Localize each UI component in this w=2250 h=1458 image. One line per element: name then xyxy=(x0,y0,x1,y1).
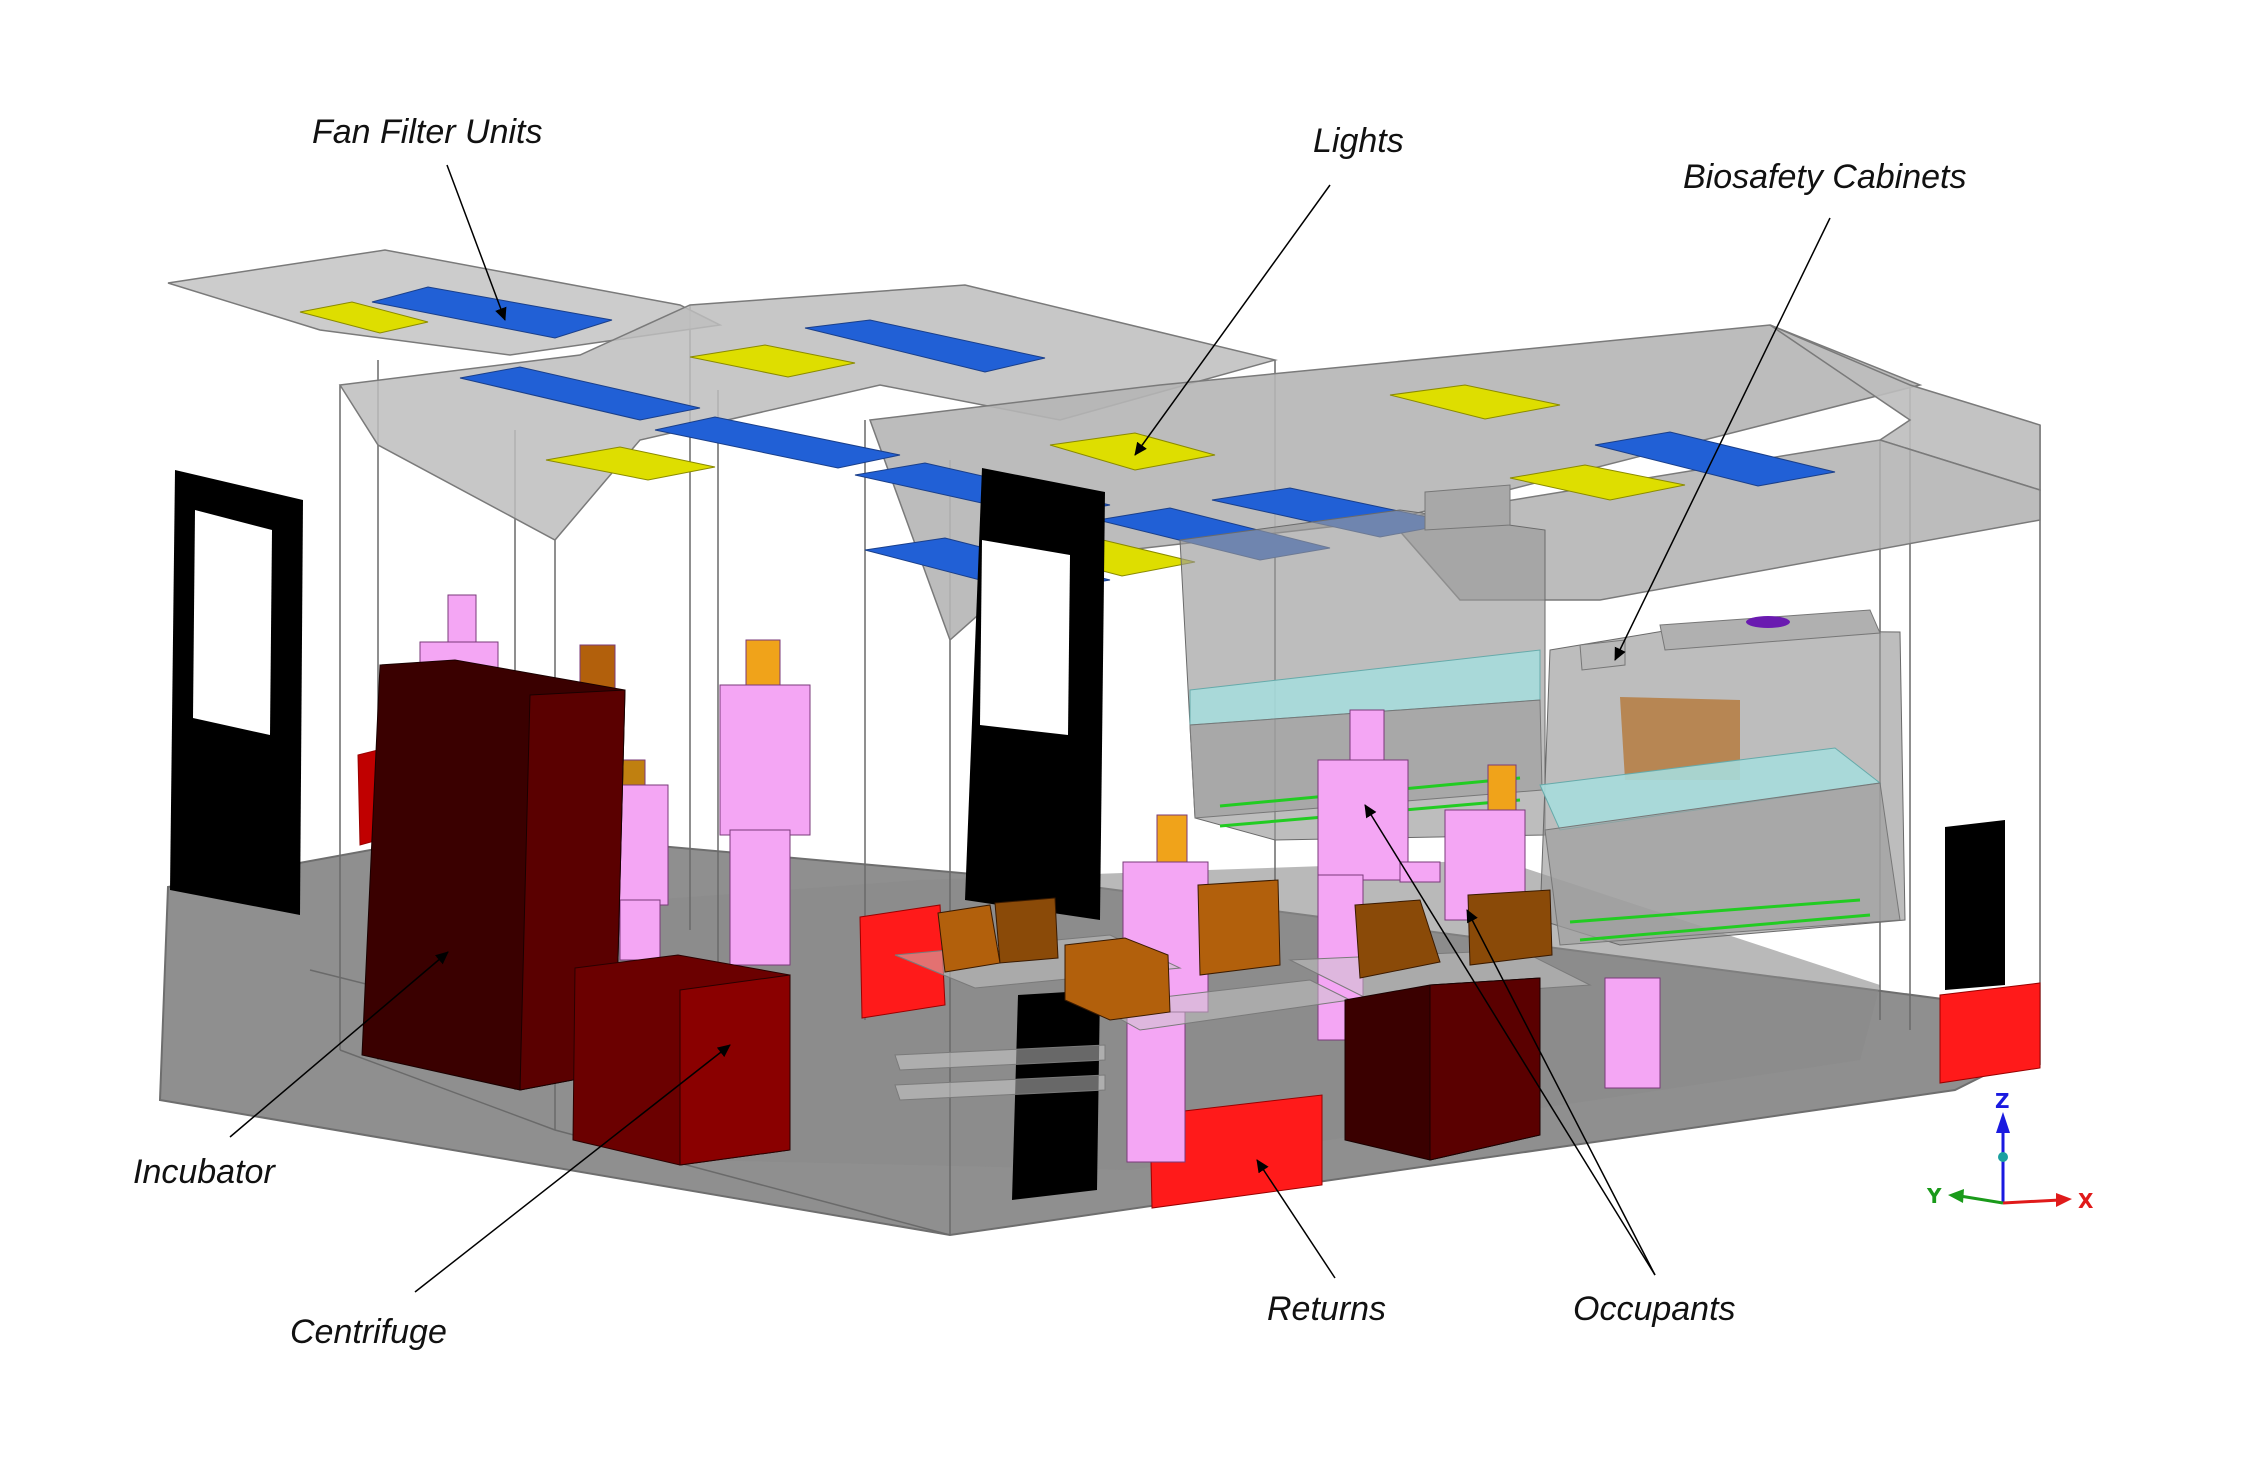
light xyxy=(299,301,429,334)
box xyxy=(1197,879,1281,976)
doors xyxy=(170,468,2005,1200)
box xyxy=(1354,899,1441,979)
biosafety-cabinet xyxy=(1539,609,1906,946)
door-right xyxy=(1945,820,2005,990)
centrifuge xyxy=(572,954,791,1166)
axis-triad: Z X Y xyxy=(1926,1089,2094,1213)
fan-filter-unit xyxy=(1594,431,1836,487)
box xyxy=(1064,937,1171,1021)
lights xyxy=(299,301,1686,577)
label-biosafety-cabinets: Biosafety Cabinets xyxy=(1683,158,1967,196)
light xyxy=(1049,432,1216,471)
door-left xyxy=(170,470,303,915)
callout-leaders xyxy=(229,164,1831,1293)
fan-filter-unit xyxy=(459,366,701,421)
box xyxy=(1467,889,1553,966)
axis-label-z: Z xyxy=(1995,1089,2010,1113)
label-occupants: Occupants xyxy=(1573,1290,1736,1328)
light xyxy=(1509,464,1686,501)
callout-labels: Fan Filter Units Lights Biosafety Cabine… xyxy=(133,113,1967,1351)
bench-cabinet xyxy=(1344,977,1541,1161)
fan-filter-unit xyxy=(804,319,1046,373)
door-front xyxy=(1012,990,1100,1200)
returns xyxy=(357,749,2041,1209)
equipment-boxes xyxy=(937,879,1553,1021)
bench xyxy=(894,1044,1106,1071)
axis-label-y: Y xyxy=(1926,1184,1942,1208)
fan-filter-unit xyxy=(654,416,901,469)
label-returns: Returns xyxy=(1267,1290,1386,1328)
return xyxy=(859,904,946,1019)
light xyxy=(689,344,856,378)
axis-label-x: X xyxy=(2078,1189,2094,1213)
box xyxy=(994,897,1059,964)
occupant xyxy=(719,639,811,966)
light xyxy=(545,446,716,481)
return xyxy=(1939,982,2041,1084)
bench xyxy=(894,1074,1106,1101)
return xyxy=(1149,1094,1323,1209)
label-incubator: Incubator xyxy=(133,1153,276,1191)
fan-filter-unit xyxy=(371,286,613,339)
label-lights: Lights xyxy=(1313,122,1404,160)
label-fan-filter-units: Fan Filter Units xyxy=(312,113,543,151)
box xyxy=(937,904,1001,973)
label-centrifuge: Centrifuge xyxy=(290,1313,447,1351)
light xyxy=(1389,384,1561,420)
door-middle xyxy=(965,468,1105,920)
